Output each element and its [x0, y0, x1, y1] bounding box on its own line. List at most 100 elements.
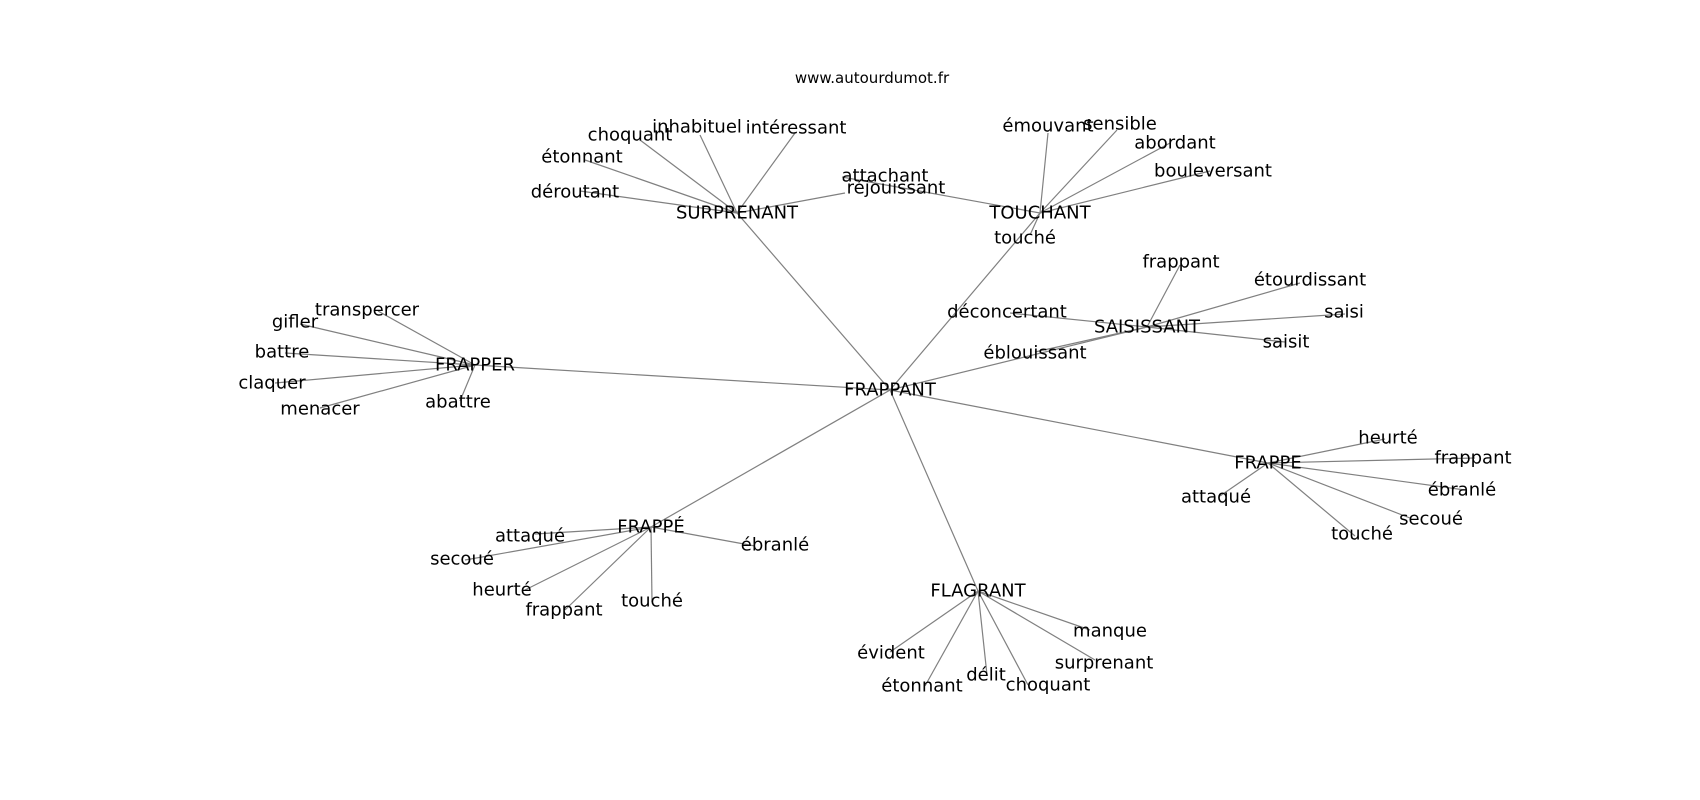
edge-saisissant-saisi: [1146, 313, 1346, 328]
root-node-label: FRAPPANT: [844, 380, 937, 401]
leaf-node-surprenant-inhabituel: inhabituel: [652, 117, 742, 138]
edge-flagrant-etonnant: [924, 590, 979, 687]
leaf-node-touchant-abordant: abordant: [1134, 133, 1215, 154]
leaf-node-flagrant-evident: évident: [857, 643, 925, 664]
edge-root-frapper: [474, 364, 891, 391]
leaf-node-saisissant-etourdissant: étourdissant: [1254, 270, 1366, 291]
edge-frapper-gifler: [299, 323, 476, 366]
edge-frappe-secoue: [1267, 462, 1411, 519]
edge-frappe-attaque: [1219, 462, 1269, 497]
edge-frappe-frappant: [1267, 457, 1476, 464]
edge-frappe-accent-attaque: [534, 526, 652, 535]
edge-surprenant-deroutant: [579, 190, 738, 214]
edge-flagrant-surprenant: [977, 590, 1096, 661]
leaf-node-saisissant-saisi: saisi: [1324, 302, 1364, 323]
edge-frapper-transpercer: [377, 310, 476, 366]
leaf-node-frappe-heurte: heurté: [1358, 428, 1417, 449]
edge-flagrant-delit: [977, 590, 988, 676]
edge-flagrant-choquant: [977, 590, 1029, 686]
hub-node-touchant: TOUCHANT: [988, 203, 1091, 224]
edge-surprenant-choquant: [639, 139, 738, 214]
edge-surprenant-etonnant: [584, 159, 738, 214]
edge-saisissant-etourdissant: [1146, 282, 1301, 328]
edge-surprenant-rejouissant: [736, 192, 846, 214]
edge-frappe-ebranle: [1267, 462, 1466, 491]
leaf-node-flagrant-etonnant: étonnant: [881, 676, 962, 697]
leaf-node-flagrant-manque: manque: [1073, 621, 1147, 642]
edge-frappe-accent-ebranle: [650, 526, 756, 547]
leaf-node-frapper-abattre: abattre: [425, 392, 491, 413]
edge-surprenant-inhabituel: [699, 134, 738, 214]
leaf-node-touchant-attachant: attachant: [842, 166, 929, 187]
edge-flagrant-manque: [977, 590, 1091, 631]
edge-saisissant-frappant: [1146, 264, 1181, 328]
edge-frappe-accent-frappant: [564, 526, 652, 611]
leaf-node-touchant-touche: touché: [994, 228, 1056, 249]
edge-root-touchant: [889, 212, 1041, 391]
leaf-node-frappe-accent-secoue: secoué: [430, 549, 494, 570]
edge-root-frappe: [889, 389, 1269, 464]
leaf-node-touchant-bouleversant: bouleversant: [1154, 161, 1272, 182]
hub-node-surprenant: SURPRENANT: [676, 203, 799, 224]
leaf-node-frappe-secoue: secoué: [1399, 509, 1463, 530]
leaf-node-flagrant-surprenant: surprenant: [1055, 653, 1154, 674]
edge-flagrant-evident: [889, 590, 979, 653]
leaf-node-surprenant-choquant: choquant: [588, 125, 673, 146]
edge-touchant-emouvant: [1039, 132, 1049, 214]
edges: [274, 129, 1476, 687]
edge-touchant-attachant: [841, 176, 1041, 214]
edge-frappe-accent-heurte: [524, 526, 652, 591]
leaf-node-frappe-accent-touche: touché: [621, 591, 683, 612]
leaf-node-frappe-accent-attaque: attaqué: [495, 526, 565, 547]
leaf-node-frappe-touche: touché: [1331, 524, 1393, 545]
edge-frapper-menacer: [319, 364, 476, 409]
edge-touchant-sensible: [1039, 129, 1118, 214]
edge-root-flagrant: [889, 389, 979, 592]
leaf-node-saisissant-saisit: saisit: [1263, 332, 1310, 353]
leaf-node-frapper-transpercer: transpercer: [315, 300, 420, 321]
edge-root-saisissant: [889, 326, 1148, 391]
site-url: www.autourdumot.fr: [795, 69, 950, 87]
edge-touchant-abordant: [1039, 142, 1171, 214]
leaf-node-touchant-emouvant: émouvant: [1002, 116, 1093, 137]
leaf-node-touchant-sensible: sensible: [1083, 114, 1157, 135]
leaf-node-saisissant-eblouissant: éblouissant: [983, 343, 1086, 364]
edge-root-frappe-accent: [650, 389, 891, 528]
hub-node-frappe-accent: FRAPPÉ: [617, 516, 685, 538]
edge-frapper-battre: [284, 352, 476, 366]
leaf-node-frapper-claquer: claquer: [238, 373, 306, 394]
leaf-node-flagrant-choquant: choquant: [1006, 675, 1091, 696]
leaf-node-saisissant-frappant: frappant: [1142, 252, 1219, 273]
leaf-node-frappe-accent-heurte: heurté: [472, 580, 531, 601]
leaf-node-frappe-accent-frappant: frappant: [525, 600, 602, 621]
leaf-node-frappe-attaque: attaqué: [1181, 487, 1251, 508]
leaf-node-frapper-menacer: menacer: [280, 399, 360, 420]
leaf-node-frappe-ebranle: ébranlé: [1428, 480, 1496, 501]
edge-frapper-abattre: [459, 364, 476, 402]
leaf-node-surprenant-etonnant: étonnant: [541, 147, 622, 168]
leaf-node-flagrant-delit: délit: [966, 665, 1006, 686]
leaf-node-frappe-frappant: frappant: [1434, 448, 1511, 469]
leaf-node-frappe-accent-ebranle: ébranlé: [741, 535, 809, 556]
edge-touchant-bouleversant: [1039, 170, 1211, 214]
leaf-node-surprenant-rejouissant: réjouissant: [847, 178, 946, 199]
edge-frappe-heurte: [1267, 438, 1386, 464]
edge-saisissant-saisit: [1146, 326, 1286, 343]
edge-frapper-claquer: [274, 364, 476, 384]
leaf-node-frapper-battre: battre: [255, 342, 310, 363]
hub-node-flagrant: FLAGRANT: [930, 581, 1026, 602]
leaf-node-frapper-gifler: gifler: [272, 312, 319, 333]
edge-saisissant-deconcertant: [1009, 312, 1148, 328]
hub-node-saisissant: SAISISSANT: [1094, 317, 1201, 338]
edge-touchant-touche: [1029, 212, 1041, 236]
leaf-node-surprenant-deroutant: déroutant: [531, 182, 619, 203]
hub-node-frappe: FRAPPE: [1234, 453, 1302, 474]
leaf-node-saisissant-deconcertant: déconcertant: [947, 302, 1067, 323]
edge-root-surprenant: [736, 212, 891, 391]
node-labels: FRAPPANTSURPRENANTdéroutantétonnantchoqu…: [238, 114, 1511, 697]
edge-frappe-accent-secoue: [464, 526, 652, 561]
edge-saisissant-eblouissant: [1034, 326, 1148, 353]
edge-frappe-touche: [1267, 462, 1356, 537]
edge-surprenant-interessant: [736, 132, 796, 214]
